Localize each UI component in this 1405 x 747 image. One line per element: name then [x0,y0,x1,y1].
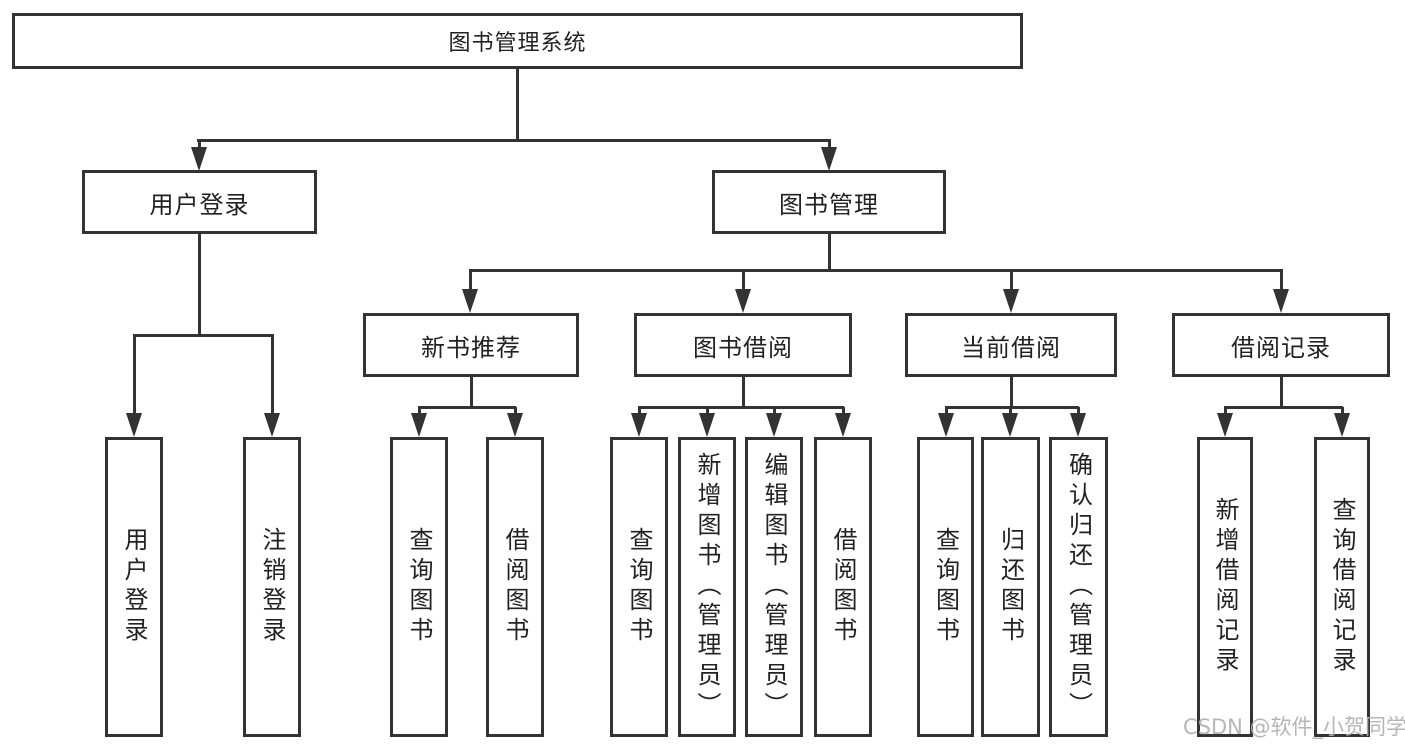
connector-line [470,377,473,408]
leaf-add-book-admin: 新增图书（管理员） [678,437,736,737]
node-label: 用户登录 [149,190,250,219]
node-label: 查询借阅记录 [1328,497,1356,677]
connector-line [469,269,1283,272]
node-label: 图书管理 [779,190,879,219]
node-label: 编辑图书（管理员） [760,452,788,722]
connector-line [828,140,831,152]
connector-line [133,335,136,419]
node-label: 查询图书 [625,527,653,647]
arrow-down-icon [264,413,280,437]
node-label: 新书推荐 [421,333,521,362]
node-borrowing-records: 借阅记录 [1172,313,1390,377]
node-user-login: 用户登录 [82,170,317,234]
node-label: 归还图书 [996,527,1025,647]
leaf-edit-book-admin: 编辑图书（管理员） [745,437,803,737]
arrow-down-icon [507,413,523,437]
arrow-down-icon [1273,289,1289,313]
node-current-borrowing: 当前借阅 [905,313,1117,377]
node-label: 借阅图书 [501,527,529,647]
node-label: 当前借阅 [961,333,1061,362]
node-label: 用户登录 [120,527,148,647]
node-library-management-system: 图书管理系统 [12,13,1023,69]
leaf-add-borrow-record: 新增借阅记录 [1197,437,1253,737]
connector-line [1010,377,1013,408]
csdn-watermark: CSDN @软件_小贺同学 [1183,715,1405,739]
leaf-user-login: 用户登录 [105,437,163,737]
node-label: 借阅记录 [1231,333,1331,362]
node-book-borrowing: 图书借阅 [634,313,852,377]
arrow-down-icon [126,413,142,437]
connector-line [1224,406,1343,409]
node-label: 图书借阅 [693,333,793,362]
connector-line [1280,270,1283,292]
node-book-management: 图书管理 [712,170,946,234]
node-label: 查询图书 [931,527,960,647]
leaf-borrow-books-recommend: 借阅图书 [486,437,544,737]
connector-line [197,139,831,142]
connector-line [469,270,472,292]
connector-line [198,140,201,152]
arrow-down-icon [1070,413,1086,437]
node-label: 查询图书 [405,527,433,647]
arrow-down-icon [1217,413,1233,437]
leaf-query-books-recommend: 查询图书 [390,437,448,737]
leaf-borrow-books-borrowing: 借阅图书 [814,437,872,737]
arrow-down-icon [735,289,751,313]
connector-line [198,233,201,337]
arrow-down-icon [411,413,427,437]
leaf-logout: 注销登录 [243,437,301,737]
arrow-down-icon [938,413,954,437]
connector-line [828,233,831,272]
leaf-return-book: 归还图书 [981,437,1040,737]
connector-line [516,68,519,141]
node-label: 确认归还（管理员） [1064,452,1093,722]
arrow-down-icon [462,289,478,313]
node-label: 新增图书（管理员） [693,452,721,722]
node-label: 图书管理系统 [448,31,587,56]
connector-line [742,270,745,292]
connector-line [742,377,745,408]
node-label: 注销登录 [258,527,286,647]
connector-line [271,335,274,419]
node-label: 借阅图书 [829,527,857,647]
arrow-down-icon [699,413,715,437]
leaf-query-borrow-record: 查询借阅记录 [1314,437,1370,737]
arrow-down-icon [191,147,207,171]
arrow-down-icon [631,413,647,437]
connector-line [1280,377,1283,408]
leaf-query-books-current: 查询图书 [917,437,974,737]
arrow-down-icon [835,413,851,437]
arrow-down-icon [1002,413,1018,437]
arrow-down-icon [821,147,837,171]
arrow-down-icon [766,413,782,437]
connector-line [945,406,1079,409]
arrow-down-icon [1334,413,1350,437]
connector-line [418,406,516,409]
leaf-confirm-return-admin: 确认归还（管理员） [1049,437,1108,737]
connector-line [638,406,844,409]
connector-line [1010,270,1013,292]
node-new-book-recommend: 新书推荐 [363,313,579,377]
arrow-down-icon [1003,289,1019,313]
connector-line [133,334,274,337]
node-label: 新增借阅记录 [1211,497,1239,677]
leaf-query-books-borrowing: 查询图书 [610,437,668,737]
